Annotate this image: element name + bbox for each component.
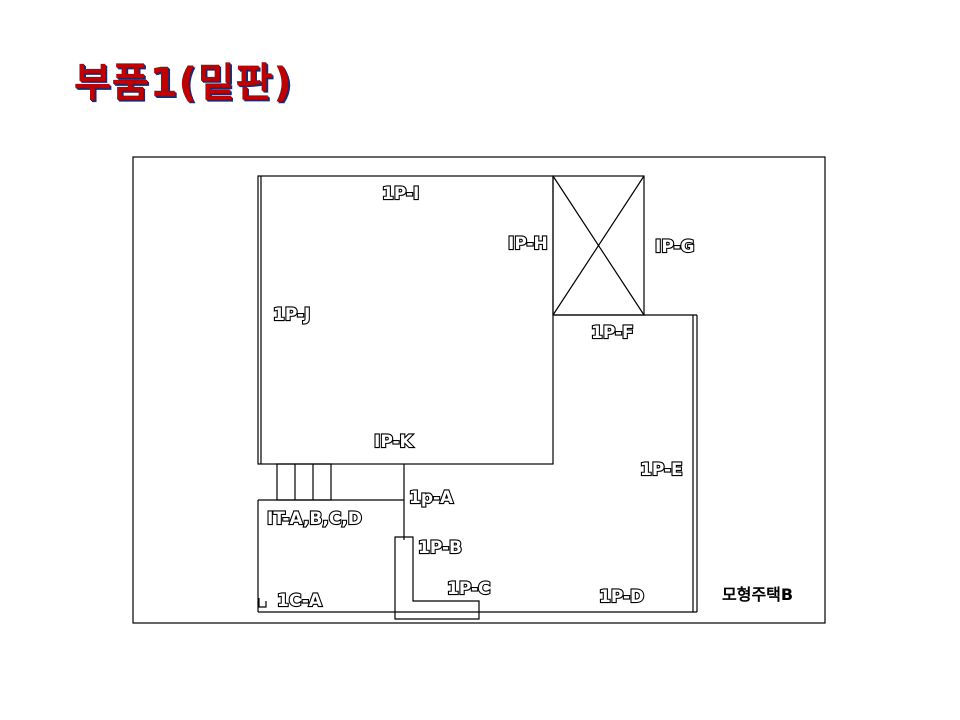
label-it: IT-A,B,C,D [267, 509, 362, 529]
label-1p-c: 1P-C [447, 579, 491, 599]
label-model: 모형주택B [722, 585, 793, 604]
page-title: 부품1(밑판) [74, 60, 293, 106]
hook-1c-a [258, 598, 267, 608]
label-1p-a: 1p-A [409, 488, 454, 508]
label-1p-b: 1P-B [418, 538, 462, 558]
l-piece-1p-b-c [394, 536, 480, 620]
label-1p-i: 1P-I [382, 184, 419, 204]
label-1c-a: 1C-A [277, 591, 323, 611]
label-ip-h: IP-H [508, 234, 548, 254]
label-1p-f: 1P-F [591, 323, 634, 343]
label-1p-j: 1P-J [273, 305, 310, 325]
posts-it [276, 463, 332, 501]
x-diagonal-2 [552, 175, 645, 316]
outer-board [132, 156, 826, 624]
label-1p-d: 1P-D [599, 587, 644, 607]
label-1p-e: 1P-E [640, 460, 683, 480]
label-ip-k: IP-K [374, 432, 414, 452]
label-ip-g: IP-G [655, 237, 695, 257]
room-large [257, 175, 554, 465]
